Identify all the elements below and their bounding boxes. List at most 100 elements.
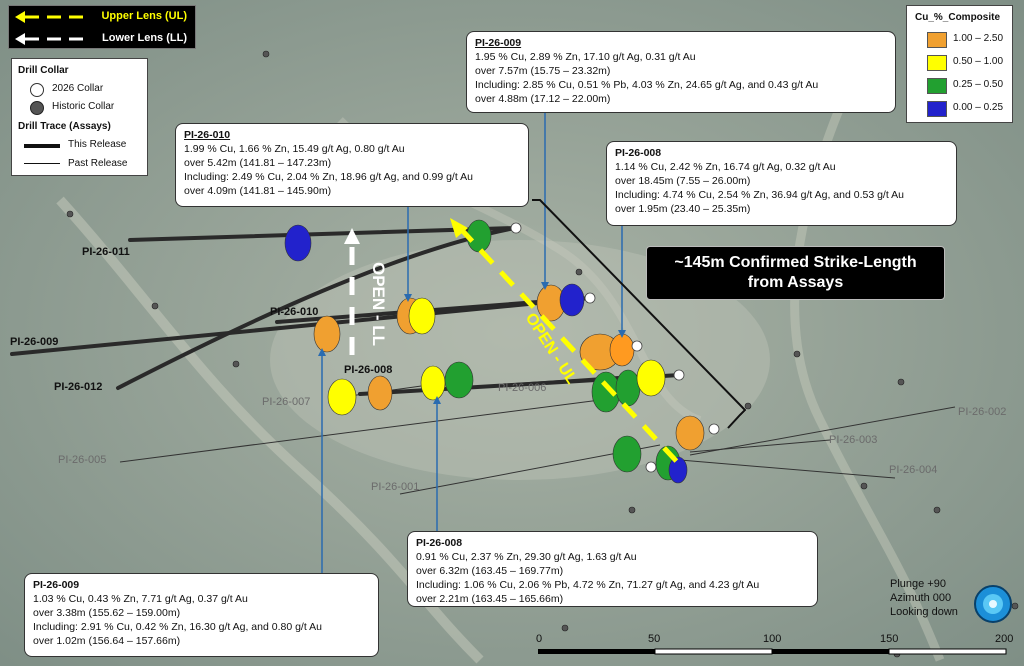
strike-length-bracket [532,199,747,429]
scale-tick-label: 50 [648,633,661,645]
callout-line: over 2.21m (163.45 – 165.66m) [416,593,564,605]
callout-hole-id: PI-26-009 [33,579,80,591]
composite-moderate [444,361,474,399]
callout-pi-26-009-upper: PI-26-009 1.95 % Cu, 2.89 % Zn, 17.10 g/… [466,31,896,113]
composite-moderate [591,371,621,413]
past-label-pi-26-002: PI-26-002 [958,406,1007,418]
callout-line: over 4.09m (141.81 – 145.90m) [184,185,332,197]
callout-leaders [321,113,623,573]
this-release-label: This Release [68,139,127,150]
cu-swatch-high [927,32,947,48]
hole-label-pi-26-008: PI-26-008 [344,364,393,376]
callout-line: Including: 4.74 % Cu, 2.54 % Zn, 36.94 g… [615,189,904,201]
collar-legend: Drill Collar 2026 Collar Historic Collar… [11,58,148,176]
azimuth-label: Azimuth 000 [890,592,952,604]
trace-pi-26-003 [689,439,831,453]
scale-bar [538,648,1007,655]
assay-composites [284,219,705,484]
cu-range-moderate: 0.25 – 0.50 [953,79,1004,90]
new-collar-label: 2026 Collar [52,83,104,94]
past-label-pi-26-001: PI-26-001 [371,481,420,493]
new-collars [510,222,720,473]
callout-line: over 3.38m (155.62 – 159.00m) [33,607,181,619]
cu-range-medium: 0.50 – 1.00 [953,56,1004,67]
this-release-line-icon [24,144,60,148]
strike-length-line1: ~145m Confirmed Strike-Length [674,254,917,271]
callout-line: over 5.42m (141.81 – 147.23m) [184,157,332,169]
open-ll-arrowhead [344,228,360,244]
strike-length-line2: from Assays [747,274,844,291]
composite-low [668,456,688,484]
hole-label-pi-26-011: PI-26-011 [82,246,130,258]
cu-range-low: 0.00 – 0.25 [953,102,1004,113]
callout-line: 1.95 % Cu, 2.89 % Zn, 17.10 g/t Ag, 0.31… [475,51,696,63]
new-collar-icon [30,83,44,97]
callout-pi-26-009-lower: PI-26-009 1.03 % Cu, 0.43 % Zn, 7.71 g/t… [24,573,379,657]
composite-low [559,283,585,317]
callout-line: 1.99 % Cu, 1.66 % Zn, 15.49 g/t Ag, 0.80… [184,143,405,155]
callout-hole-id: PI-26-009 [475,37,522,49]
callout-line: Including: 1.06 % Cu, 2.06 % Pb, 4.72 % … [416,579,760,591]
collar-legend-title: Drill Collar [18,65,69,76]
view-info: Plunge +90 Azimuth 000 Looking down [890,577,958,619]
callout-line: Including: 2.91 % Cu, 0.42 % Zn, 16.30 g… [33,621,322,633]
callout-line: over 1.95m (23.40 – 25.35m) [615,203,751,215]
callout-line: over 7.57m (15.75 – 23.32m) [475,65,611,77]
callout-line: over 18.45m (7.55 – 26.00m) [615,175,751,187]
upper-lens-arrow-icon [15,11,89,23]
lens-legend: Upper Lens (UL) Lower Lens (LL) [8,5,196,49]
callout-arrowheads [318,282,626,404]
scale-tick-label: 150 [880,633,899,645]
cu-swatch-moderate [927,78,947,94]
open-ul-arrow-line [458,226,682,467]
upper-lens-label: Upper Lens (UL) [101,10,187,22]
scale-tick-label: 100 [763,633,782,645]
looking-label: Looking down [890,606,958,618]
cu-range-high: 1.00 – 2.50 [953,33,1004,44]
clearing-area [270,240,770,480]
callout-line: 1.03 % Cu, 0.43 % Zn, 7.71 g/t Ag, 0.37 … [33,593,248,605]
composite-high [367,375,393,411]
past-label-pi-26-006: PI-26-006 [498,382,547,394]
callout-line: 0.91 % Cu, 2.37 % Zn, 29.30 g/t Ag, 1.63… [416,551,637,563]
trace-pi-26-009 [10,296,592,356]
composite-high [313,315,341,353]
past-release-label: Past Release [68,158,128,169]
composite-moderate [615,369,641,407]
callout-line: over 4.88m (17.12 – 22.00m) [475,93,611,105]
composite-medium [420,365,446,401]
plunge-label: Plunge +90 [890,578,946,590]
strike-length-box: ~145m Confirmed Strike-Length from Assay… [646,246,945,300]
cu-swatch-low [927,101,947,117]
cu-composite-legend: Cu_%_Composite 1.00 – 2.50 0.50 – 1.00 0… [906,5,1013,123]
composite-medium [408,297,436,335]
trace-pi-26-004 [679,459,896,479]
callout-pi-26-010: PI-26-010 1.99 % Cu, 1.66 % Zn, 15.49 g/… [175,123,529,207]
callout-hole-id: PI-26-008 [615,147,662,159]
scale-tick-label: 0 [536,633,543,645]
legend-lower-lens: Lower Lens (LL) [9,30,197,48]
callout-line: Including: 2.49 % Cu, 2.04 % Zn, 18.96 g… [184,171,473,183]
cu-legend-title: Cu_%_Composite [915,12,1001,23]
hole-label-pi-26-012: PI-26-012 [54,381,103,393]
historic-collar-icon [30,101,44,115]
scale-tick-label: 200 [995,633,1014,645]
lower-lens-label: Lower Lens (LL) [102,32,187,44]
hole-label-pi-26-009: PI-26-009 [10,336,59,348]
callout-line: over 6.32m (163.45 – 169.77m) [416,565,564,577]
legend-upper-lens: Upper Lens (UL) [9,8,197,26]
historic-collar-label: Historic Collar [52,101,115,112]
trace-pi-26-011 [128,226,517,242]
callout-hole-id: PI-26-008 [416,537,463,549]
past-label-pi-26-003: PI-26-003 [829,434,878,446]
trace-pi-26-005 [119,399,601,463]
composite-moderate [612,435,642,473]
composite-high [675,415,705,451]
view-orientation-icon [974,585,1012,623]
open-lower-lens-label: OPEN - LL [369,261,389,347]
historic-collars [66,50,1019,658]
past-release-line-icon [24,163,60,164]
trace-pi-26-012 [116,226,517,390]
composite-high [609,333,635,367]
callout-line: Including: 2.85 % Cu, 0.51 % Pb, 4.03 % … [475,79,819,91]
